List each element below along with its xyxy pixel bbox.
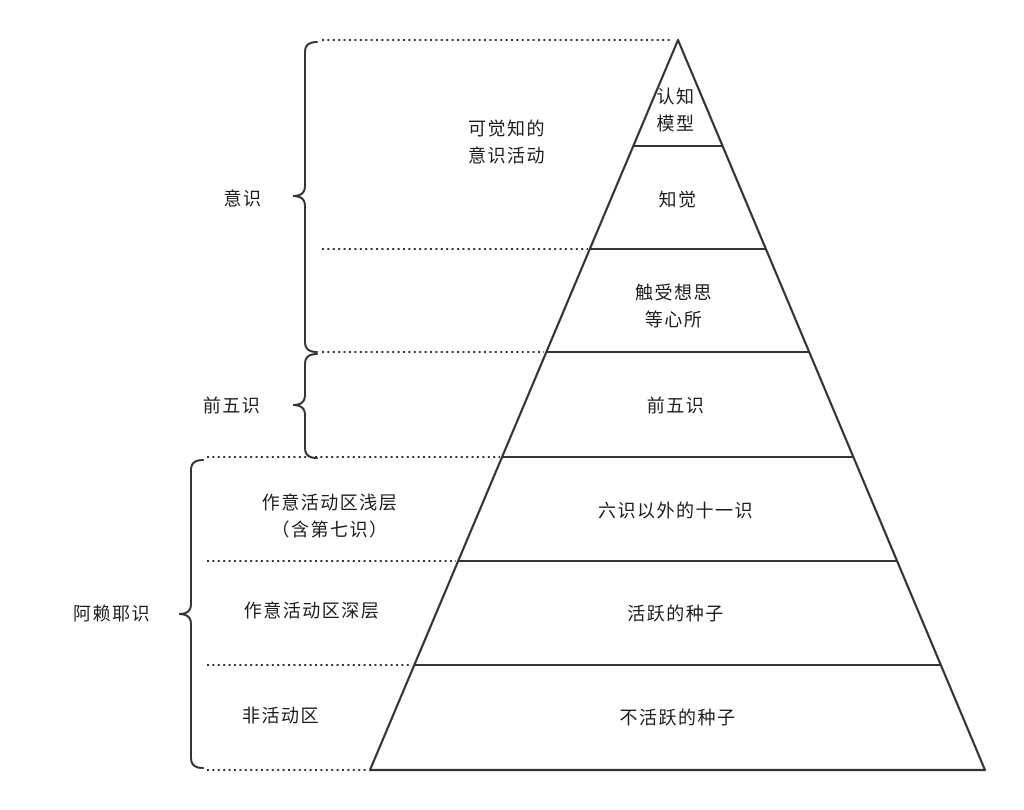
pyramid-outline bbox=[368, 38, 987, 772]
annotation-inactive-zone: 非活动区 bbox=[242, 706, 320, 726]
brace-alaya bbox=[178, 459, 204, 769]
layer-label-inactive-seeds: 不活跃的种子 bbox=[620, 708, 737, 728]
brace-consciousness bbox=[292, 41, 318, 353]
layer-label-mental-factors-line2: 等心所 bbox=[645, 310, 704, 330]
layer-label-cognitive-model-line1: 认知 bbox=[657, 87, 696, 107]
layer-label-five-consciousnesses: 前五识 bbox=[647, 396, 706, 416]
layer-label-cognitive-model-line2: 模型 bbox=[657, 114, 696, 134]
bracket-label-five-senses: 前五识 bbox=[203, 396, 262, 416]
annotation-shallow-zone-line1: 作意活动区浅层 bbox=[262, 493, 399, 513]
layer-label-mental-factors-line1: 触受想思 bbox=[635, 283, 713, 303]
layer-label-perception: 知觉 bbox=[659, 190, 698, 210]
layer-label-active-seeds: 活跃的种子 bbox=[627, 604, 725, 624]
annotation-shallow-zone-line2: （含第七识） bbox=[272, 520, 389, 540]
bracket-label-consciousness: 意识 bbox=[224, 189, 263, 209]
brace-five-senses bbox=[292, 353, 318, 459]
layer-label-eleven-consciousnesses: 六识以外的十一识 bbox=[598, 501, 754, 521]
annotation-conscious-activity-line1: 可觉知的 bbox=[468, 119, 546, 139]
bracket-label-alaya: 阿赖耶识 bbox=[73, 604, 151, 624]
annotation-conscious-activity-line2: 意识活动 bbox=[468, 146, 546, 166]
annotation-deep-zone: 作意活动区深层 bbox=[244, 601, 381, 621]
